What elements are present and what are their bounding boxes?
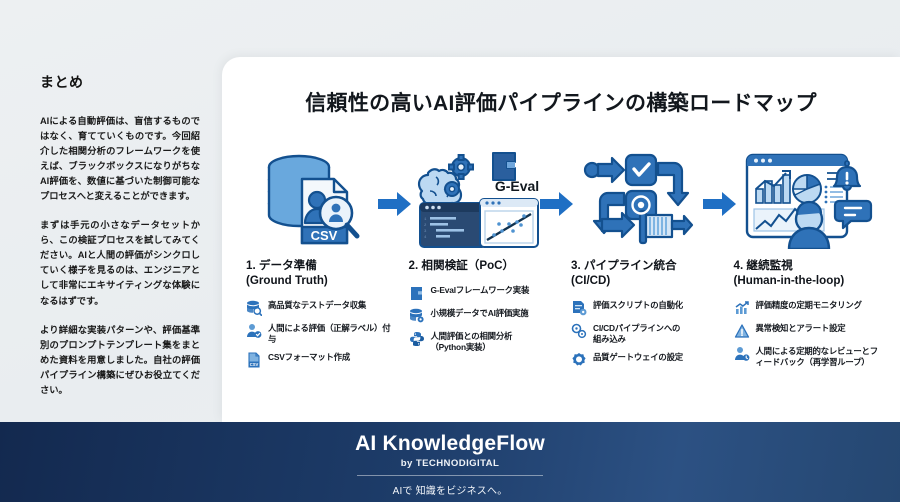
csv-file-icon: CSV bbox=[246, 352, 262, 368]
sidebar-heading: まとめ bbox=[40, 74, 84, 90]
step-1-title: 1. データ準備 (Ground Truth) bbox=[246, 259, 328, 287]
step-2-bullets: G-Evalフレームワーク実装 小規模データでAI評価実施 bbox=[405, 285, 556, 354]
steps-row: CSV 1. bbox=[236, 141, 886, 403]
summary-sidebar: まとめ AIによる自動評価は、盲信するものではなく、育てていくものです。今回紹介… bbox=[0, 0, 222, 422]
gears-icon bbox=[571, 323, 587, 339]
list-item: CI/CDパイプラインへの 組み込み bbox=[571, 323, 718, 346]
list-item: 高品質なテストデータ収集 bbox=[246, 300, 393, 316]
list-item-label: G-Evalフレームワーク実装 bbox=[430, 284, 530, 295]
list-item: 異常検知とアラート設定 bbox=[734, 323, 881, 339]
list-item: 評価精度の定期モニタリング bbox=[734, 300, 881, 316]
list-item-label: 評価スクリプトの自動化 bbox=[593, 299, 683, 310]
python-icon bbox=[409, 331, 425, 347]
list-item-label: 人間評価との相関分析 （Python実装） bbox=[430, 330, 513, 353]
list-item-label: CI/CDパイプラインへの 組み込み bbox=[593, 322, 681, 344]
list-item: 品質ゲートウェイの設定 bbox=[571, 352, 718, 368]
step-1: CSV 1. bbox=[236, 141, 411, 403]
bar-chart-icon bbox=[734, 300, 750, 316]
g-eval-logo-icon bbox=[409, 285, 425, 301]
person-check-icon bbox=[246, 323, 262, 339]
step-3-bullets: 評価スクリプトの自動化 CI/CDパイプラインへの 組み込み bbox=[567, 300, 718, 369]
svg-text:3: 3 bbox=[424, 230, 427, 234]
svg-text:1: 1 bbox=[424, 218, 427, 222]
dashboard-alert-person-illustration bbox=[730, 141, 881, 253]
list-item-label: 小規模データでAI評価実施 bbox=[430, 307, 529, 318]
list-item: G-Evalフレームワーク実装 bbox=[409, 285, 556, 301]
step-2-title: 2. 相関検証（PoC） bbox=[408, 259, 515, 272]
quality-gate-shield-icon bbox=[571, 352, 587, 368]
list-item-label: 高品質なテストデータ収集 bbox=[268, 299, 367, 310]
list-item: 評価スクリプトの自動化 bbox=[571, 300, 718, 316]
list-item-label: 異常検知とアラート設定 bbox=[755, 322, 846, 333]
list-item-label: 品質ゲートウェイの設定 bbox=[593, 352, 683, 363]
list-item-label: 人間による定期的なレビューとフィードバック（再学習ループ） bbox=[755, 345, 879, 367]
step-arrow-3 bbox=[702, 191, 737, 217]
brain-gears-geval-code-scatter-illustration: G-Eval 1 2 3 4 bbox=[405, 141, 573, 253]
step-arrow-2 bbox=[540, 191, 574, 217]
footer-bar: AI KnowledgeFlow by TECHNODIGITAL AIで 知識… bbox=[0, 422, 900, 502]
database-gear-icon bbox=[409, 308, 425, 324]
step-4: 4. 継続監視 (Human-in-the-loop) 評価精度の定期モニタリン… bbox=[724, 141, 887, 403]
brand-byline: by TECHNODIGITAL bbox=[400, 458, 500, 469]
list-item-label: CSVフォーマット作成 bbox=[268, 352, 351, 363]
brand-name: AI KnowledgeFlow bbox=[355, 432, 545, 455]
roadmap-card: 信頼性の高いAI評価パイプラインの構築ロードマップ bbox=[222, 57, 900, 422]
page-title: 信頼性の高いAI評価パイプラインの構築ロードマップ bbox=[305, 92, 817, 115]
list-item: 人間評価との相関分析 （Python実装） bbox=[409, 331, 556, 354]
person-review-icon bbox=[734, 346, 750, 362]
database-csv-person-magnifier-illustration: CSV bbox=[242, 141, 411, 253]
database-search-icon bbox=[246, 300, 263, 316]
step-2: G-Eval 1 2 3 4 bbox=[399, 141, 573, 403]
g-eval-logo-text: G-Eval bbox=[495, 178, 539, 194]
svg-text:2: 2 bbox=[424, 224, 427, 228]
step-3: 3. パイプライン統合 (CI/CD) 評価スクリプトの自動化 bbox=[561, 141, 736, 403]
step-1-bullets: 高品質なテストデータ収集 人間による評価（正解ラベル）付与 bbox=[242, 300, 393, 369]
warning-triangle-icon bbox=[734, 323, 750, 339]
svg-text:CSV: CSV bbox=[311, 228, 338, 243]
list-item: 人間による評価（正解ラベル）付与 bbox=[246, 323, 393, 346]
step-4-bullets: 評価精度の定期モニタリング 異常検知とアラート設定 bbox=[730, 300, 881, 369]
list-item-label: 人間による評価（正解ラベル）付与 bbox=[268, 322, 391, 344]
brand-tagline: AIで 知識をビジネスへ。 bbox=[392, 486, 508, 497]
list-item-label: 評価精度の定期モニタリング bbox=[755, 299, 862, 310]
step-arrow-1 bbox=[377, 191, 412, 217]
cicd-loop-check-gear-gate-illustration bbox=[567, 141, 736, 253]
list-item: 人間による定期的なレビューとフィードバック（再学習ループ） bbox=[734, 346, 881, 369]
sidebar-paragraph-1: AIによる自動評価は、盲信するものではなく、育てていくものです。今回紹介した相関… bbox=[40, 116, 200, 202]
list-item: CSV CSVフォーマット作成 bbox=[246, 352, 393, 368]
footer-divider bbox=[357, 475, 543, 476]
script-automation-icon bbox=[571, 300, 587, 316]
sidebar-paragraph-3: より詳細な実装パターンや、評価基準別のプロンプトテンプレート集をまとめた資料を用… bbox=[40, 324, 200, 395]
step-4-title: 4. 継続監視 (Human-in-the-loop) bbox=[733, 259, 845, 287]
list-item: 小規模データでAI評価実施 bbox=[409, 308, 556, 324]
step-3-title: 3. パイプライン統合 (CI/CD) bbox=[571, 259, 677, 287]
svg-text:CSV: CSV bbox=[250, 362, 259, 367]
svg-text:4: 4 bbox=[424, 236, 427, 240]
sidebar-paragraph-2: まずは手元の小さなデータセットから、この検証プロセスを試してみてください。AIと… bbox=[40, 220, 200, 306]
